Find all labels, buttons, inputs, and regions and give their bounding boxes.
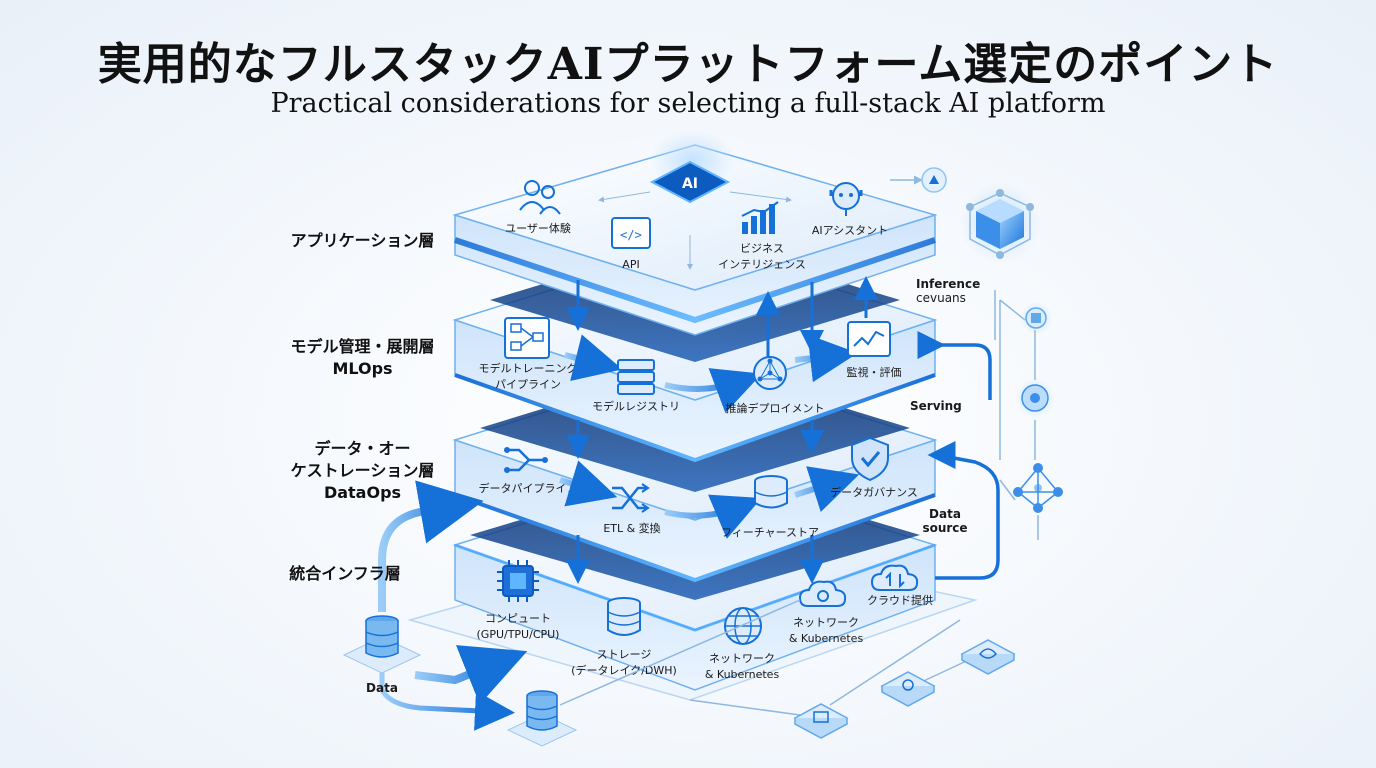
settings-node-icon — [1015, 378, 1055, 418]
bottom-right-links — [559, 599, 991, 716]
cloud-gear-icon — [798, 580, 847, 607]
infra-layer-title: 統合インフラ層 — [289, 564, 401, 583]
node-tile-3 — [960, 639, 1016, 675]
inference-side-label-line2: cevuans — [916, 291, 966, 305]
network2-label-line2: & Kubernetes — [789, 632, 864, 645]
storage-icon — [607, 597, 641, 636]
dataops-layer-subtitle: DataOps — [323, 483, 402, 502]
network1-label-line1: ネットワーク — [709, 652, 775, 665]
page-title: 実用的なフルスタックAIプラットフォーム選定のポイント — [97, 39, 1279, 90]
pipeline-label: データパイプライン — [479, 481, 578, 495]
node-tile-1 — [793, 703, 849, 739]
gear-node-icon — [1020, 302, 1052, 334]
compute-label-line2: (GPU/TPU/CPU) — [477, 628, 560, 641]
flow-arrow — [664, 368, 762, 414]
mlops-layer-title: モデル管理・展開層 — [290, 337, 435, 356]
compute-label-line1: コンピュート — [485, 612, 551, 625]
cloud-label: クラウド提供 — [867, 593, 933, 607]
neural-network-icon — [753, 356, 787, 390]
data-source-label-line2: source — [922, 521, 967, 535]
flow-arrow — [794, 334, 858, 383]
small-triangle-node — [921, 167, 947, 193]
registry-label: モデルレジストリ — [592, 399, 680, 413]
storage-label-line1: ストレージ — [597, 648, 652, 661]
data-store-db-icon — [506, 690, 578, 747]
shuffle-icon — [612, 483, 650, 513]
network2-label-line1: ネットワーク — [793, 616, 859, 629]
ai-assistant-label: AIアシスタント — [812, 224, 888, 237]
storage-label-line2: (データレイク/DWH) — [571, 663, 677, 677]
training-label-line2: パイプライン — [495, 378, 561, 391]
pipeline-flow-icon — [504, 317, 550, 359]
application-layer-title: アプリケーション層 — [290, 231, 435, 250]
data-pipeline-icon — [504, 447, 548, 473]
node-tile-2 — [880, 671, 936, 707]
data-source-label-line1: Data — [929, 507, 961, 521]
globe-network-icon — [724, 607, 762, 645]
monitoring-label: 監視・評価 — [847, 365, 902, 379]
training-label-line1: モデルトレーニング — [479, 361, 578, 375]
monitor-chart-icon — [847, 321, 891, 357]
mlops-layer-label: モデル管理・展開層 MLOps — [270, 336, 455, 380]
flow-arrows-up — [756, 276, 878, 360]
governance-label: データガバナンス — [830, 485, 918, 499]
dataops-layer-title-1: データ・オー — [314, 439, 411, 458]
users-icon — [519, 180, 561, 215]
ai-badge: AI — [598, 130, 792, 270]
api-code-icon: </> — [611, 217, 651, 249]
network1-label-line2: & Kubernetes — [705, 668, 780, 681]
api-label: API — [622, 258, 639, 271]
ai-badge-label: AI — [682, 176, 698, 192]
data-source-db-icon — [342, 615, 422, 674]
database-icon — [754, 475, 788, 509]
right-side-connectors — [890, 175, 1039, 580]
flow-arrow — [664, 494, 762, 539]
serving-label: Serving — [910, 399, 962, 413]
infra-layer-label: 統合インフラ層 — [270, 563, 420, 585]
svg-text:</>: </> — [620, 228, 642, 242]
mlops-layer-subtitle: MLOps — [332, 359, 393, 378]
database-server-icon — [617, 359, 655, 395]
application-layer-label: アプリケーション層 — [270, 230, 455, 252]
headset-bot-icon — [829, 182, 863, 216]
flow-arrow — [794, 466, 860, 512]
application-layer — [452, 144, 938, 336]
flow-arrow — [559, 460, 618, 507]
dataops-layer-title-2: ケストレーション層 — [290, 461, 435, 480]
network-graph-icon — [1013, 463, 1063, 513]
bi-label-line1: ビジネス — [740, 242, 784, 255]
inference-side-label-line1: Inference — [916, 277, 980, 291]
etl-label: ETL & 変換 — [603, 521, 660, 535]
data-inflow — [378, 480, 528, 731]
glowing-cube-icon — [960, 183, 1040, 263]
bi-label-line2: インテリジェンス — [718, 258, 806, 271]
inference-label: 推論デプロイメント — [726, 401, 825, 415]
bar-chart-icon — [741, 201, 779, 234]
feature-store-label: フィーチャーストア — [721, 526, 819, 539]
data-label: Data — [366, 681, 398, 695]
shield-check-icon — [851, 436, 889, 482]
dataops-layer-label: データ・オー ケストレーション層 DataOps — [270, 438, 455, 504]
chip-icon — [497, 560, 539, 602]
user-experience-label: ユーザー体験 — [505, 221, 571, 235]
cloud-sync-icon — [870, 564, 919, 591]
page-subtitle: Practical considerations for selecting a… — [270, 88, 1106, 119]
flow-arrow — [564, 334, 623, 382]
